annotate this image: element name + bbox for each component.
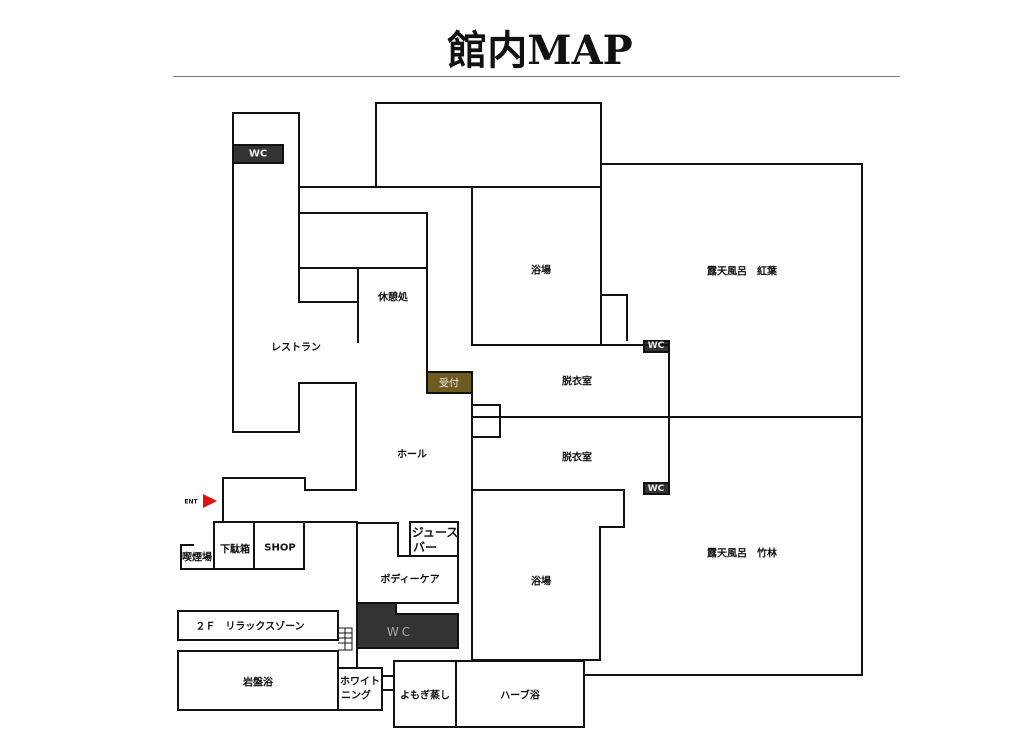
relax-zone-label: ２Ｆ リラックスゾーン xyxy=(195,621,305,633)
yomogi-label: よもぎ蒸し xyxy=(400,690,450,702)
juice-bar-label-2: バー xyxy=(412,540,438,555)
reception-fill xyxy=(426,371,473,394)
page-title: 館内MAP xyxy=(447,27,633,74)
smoking-label: 喫煙場 xyxy=(182,552,212,564)
corridor-wall xyxy=(298,186,601,372)
juice-bar-label-1: ジュース xyxy=(411,525,459,540)
shoe-box-label: 下駄箱 xyxy=(220,544,250,556)
relax-zone-wall xyxy=(177,610,339,641)
top-block-wall xyxy=(375,102,602,187)
title-divider xyxy=(173,76,900,77)
shop-label: SHOP xyxy=(264,542,296,554)
outdoor-wall xyxy=(472,163,863,676)
entrance-arrow-icon xyxy=(203,494,217,508)
shop-wall xyxy=(253,521,305,570)
bath-upper-wall xyxy=(471,186,602,346)
connector-wall xyxy=(382,675,394,691)
whitening-label-2: ニング xyxy=(341,690,371,702)
dressing-upper-label: 脱衣室 xyxy=(562,376,592,388)
wc-main-label: WC xyxy=(386,625,414,639)
juice-bar-wall xyxy=(409,521,459,557)
restaurant-wall xyxy=(222,112,357,522)
whitening-label-1: ホワイト xyxy=(340,676,380,688)
wc-upper-label: WC xyxy=(647,341,665,351)
wc-left-label: WC xyxy=(248,148,268,160)
herb-bath-wall xyxy=(455,660,585,728)
rest-area-label: 休憩処 xyxy=(378,292,408,304)
hall-entry-wall xyxy=(471,393,501,660)
herb-bath-label: ハーブ浴 xyxy=(500,690,540,702)
outdoor-momiji-label: 露天風呂 紅葉 xyxy=(707,266,777,278)
wc-lower-label: WC xyxy=(647,484,665,494)
hall-label: ホール xyxy=(397,449,427,461)
bedrock-bath-label: 岩盤浴 xyxy=(243,677,273,689)
body-care-label: ボディーケア xyxy=(380,574,440,586)
stairs-icon xyxy=(338,627,353,651)
entrance-label: ENT xyxy=(184,498,198,506)
dressing-lower-label: 脱衣室 xyxy=(562,452,592,464)
outdoor-bamboo-label: 露天風呂 竹林 xyxy=(707,548,777,560)
smoking-wall xyxy=(180,544,214,570)
restaurant-label: レストラン xyxy=(271,342,321,354)
reception-label: 受付 xyxy=(439,378,459,390)
bath-upper-label: 浴場 xyxy=(531,265,551,277)
bath-lower-label: 浴場 xyxy=(531,576,551,588)
